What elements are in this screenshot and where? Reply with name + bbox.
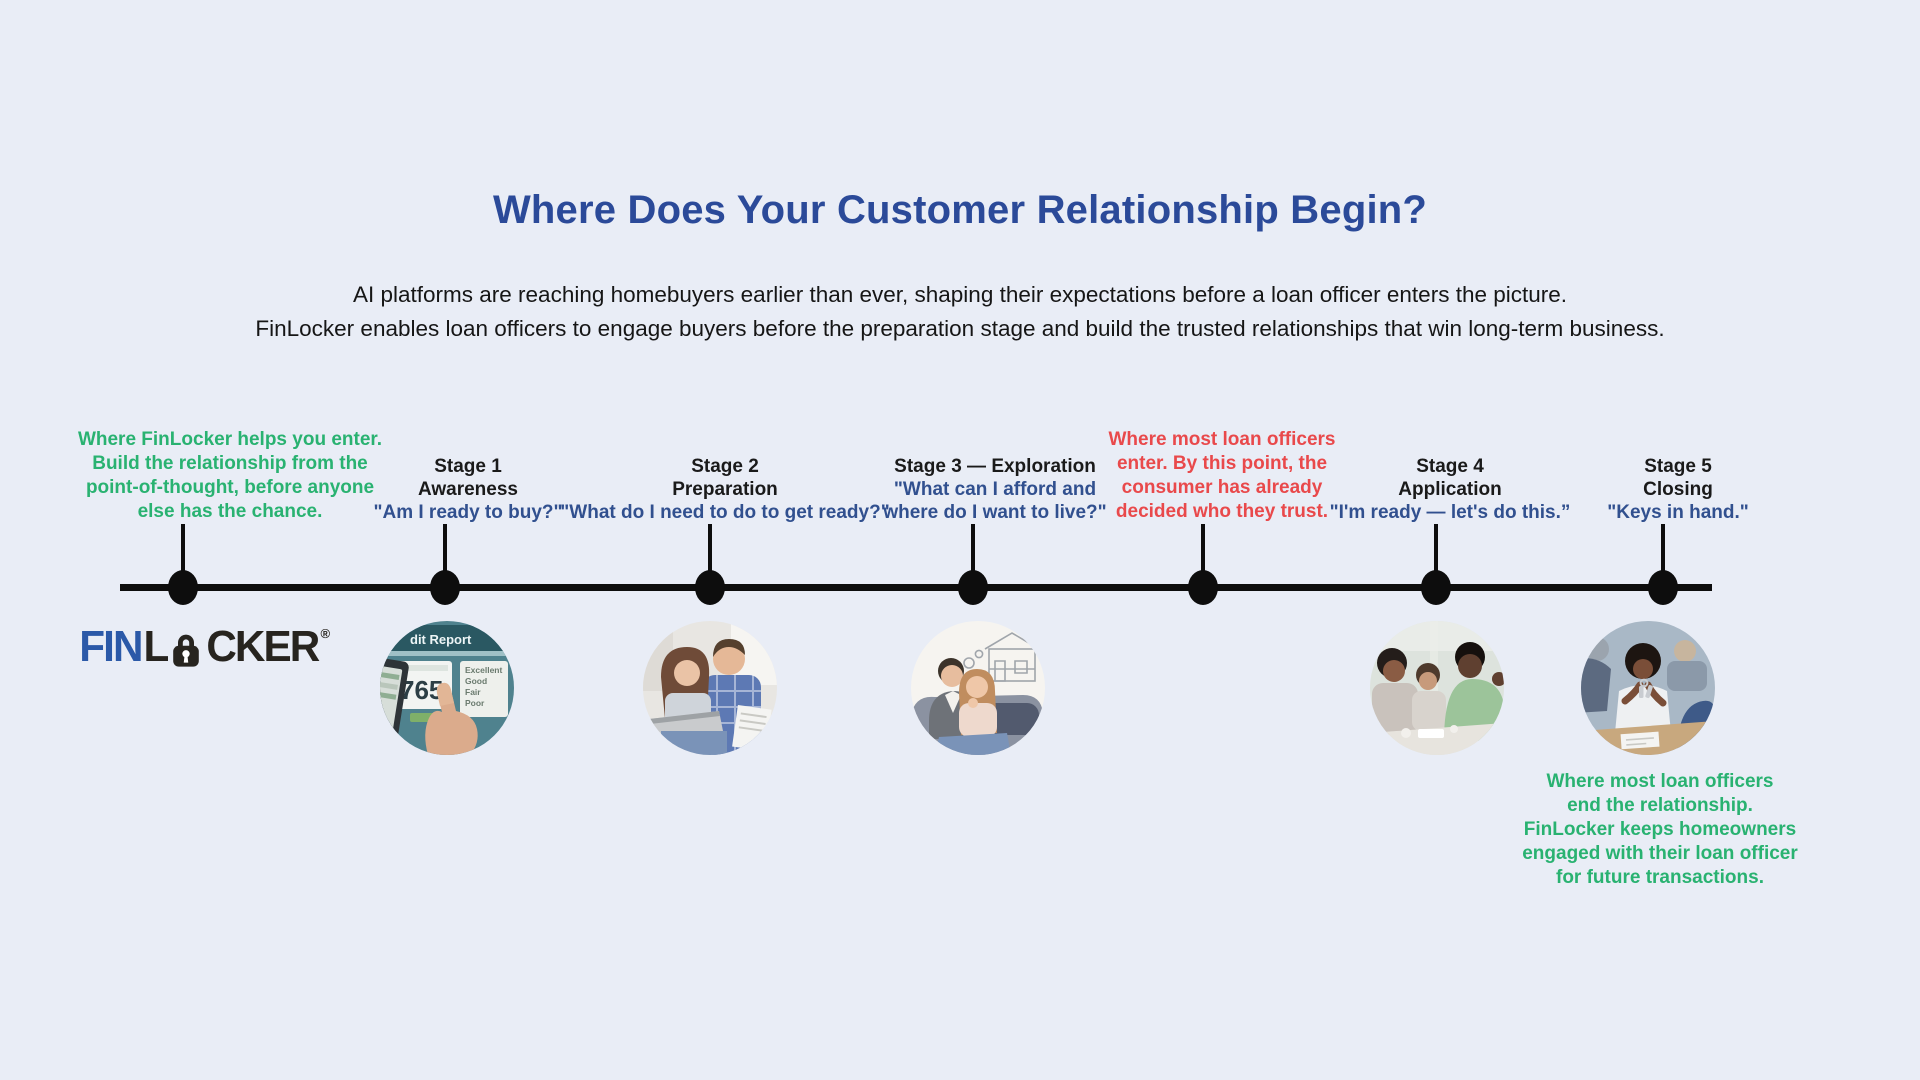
timeline-stem [971, 524, 975, 574]
child-figure [1412, 663, 1446, 731]
callout-line: else has the chance. [137, 501, 323, 522]
stage-title: Stage 1 [434, 456, 502, 477]
timeline-stem [1434, 524, 1438, 574]
callout-line: FinLocker keeps homeowners [1523, 819, 1797, 840]
stage-quote: "What do I need to do to get ready?" [560, 502, 890, 523]
timeline-dot [430, 570, 460, 605]
house-sketch [963, 632, 1040, 682]
logo-l-text: L [143, 622, 169, 671]
timeline-dot [1421, 570, 1451, 605]
rating-label: Fair [465, 687, 481, 697]
keys-icon [1639, 678, 1653, 699]
callout-line: Where FinLocker helps you enter. [77, 429, 383, 450]
timeline-dot [168, 570, 198, 605]
stage-name: Preparation [672, 479, 778, 500]
stage-quote: "I'm ready — let's do this.” [1329, 502, 1571, 523]
subtitle-line-1: AI platforms are reaching homebuyers ear… [352, 282, 1568, 307]
timeline-line [120, 584, 1712, 591]
timeline-dot [1188, 570, 1218, 605]
stage-5-block: Stage 5 Closing "Keys in hand." [1566, 455, 1790, 524]
stage-title: Stage 4 [1416, 456, 1484, 477]
credit-report-header: dit Report [410, 632, 472, 647]
subtitle: AI platforms are reaching homebuyers ear… [0, 278, 1920, 346]
logo-fin-text: FIN [79, 622, 143, 671]
stage-quote: "Keys in hand." [1607, 502, 1749, 523]
callout-line: Build the relationship from the [92, 453, 368, 474]
loan-officer-entry-callout: Where most loan officers enter. By this … [1092, 428, 1352, 524]
callout-line: Where most loan officers [1546, 771, 1774, 792]
timeline-dot [958, 570, 988, 605]
callout-line: for future transactions. [1556, 867, 1764, 888]
page-title: Where Does Your Customer Relationship Be… [492, 188, 1428, 232]
callout-line: engaged with their loan officer [1522, 843, 1798, 864]
callout-line: enter. By this point, the [1116, 453, 1328, 474]
finlocker-entry-callout: Where FinLocker helps you enter. Build t… [70, 428, 390, 524]
stage-name: Awareness [418, 479, 518, 500]
stage-title: Stage 3 — Exploration [894, 456, 1096, 477]
stage1-photo-credit-report: dit Report 765 Excellent Good Fair Poor [380, 621, 514, 755]
callout-line: point-of-thought, before anyone [85, 477, 375, 498]
stage-quote: "What can I afford and [893, 479, 1097, 500]
callout-line: decided who they trust. [1115, 501, 1329, 522]
stage-title: Stage 2 [691, 456, 759, 477]
stage2-photo-couple-laptop [643, 621, 777, 755]
callout-line: consumer has already [1121, 477, 1323, 498]
timeline-stem [181, 524, 185, 574]
callout-line: end the relationship. [1567, 795, 1753, 816]
stage4-photo-family-meeting [1370, 621, 1504, 755]
padlock-icon [172, 634, 199, 667]
stage-1-block: Stage 1 Awareness "Am I ready to buy?" [338, 455, 598, 524]
timeline-dot [695, 570, 725, 605]
callout-line: Where most loan officers [1108, 429, 1336, 450]
rating-label: Poor [465, 698, 485, 708]
woman-figure [959, 669, 997, 737]
registered-mark: ® [320, 626, 331, 641]
stage-2-block: Stage 2 Preparation "What do I need to d… [555, 455, 895, 524]
stage-4-block: Stage 4 Application "I'm ready — let's d… [1310, 455, 1590, 524]
stage-quote: "Am I ready to buy?" [373, 502, 563, 523]
relationship-end-callout: Where most loan officers end the relatio… [1495, 770, 1825, 890]
stage3-photo-couple-dreaming [911, 621, 1045, 755]
timeline-stem [708, 524, 712, 574]
credit-score: 765 [400, 675, 443, 705]
stage-title: Stage 5 [1644, 456, 1712, 477]
timeline-dot [1648, 570, 1678, 605]
timeline-stem [443, 524, 447, 574]
logo-cker-text: CKER [206, 622, 320, 671]
rating-label: Good [465, 676, 487, 686]
stage5-photo-keys-in-hand [1581, 621, 1715, 755]
stage-name: Closing [1643, 479, 1713, 500]
finlocker-logo: FIN L CKER ® [78, 622, 331, 671]
mother-figure [1372, 648, 1418, 735]
stage-3-block: Stage 3 — Exploration "What can I afford… [858, 455, 1132, 524]
rating-label: Excellent [465, 665, 502, 675]
subtitle-line-2: FinLocker enables loan officers to engag… [255, 316, 1665, 341]
woman-figure [1615, 643, 1671, 733]
timeline-stem [1201, 524, 1205, 574]
timeline-stem [1661, 524, 1665, 574]
stage-quote: where do I want to live?" [883, 502, 1107, 523]
stage-name: Application [1398, 479, 1502, 500]
